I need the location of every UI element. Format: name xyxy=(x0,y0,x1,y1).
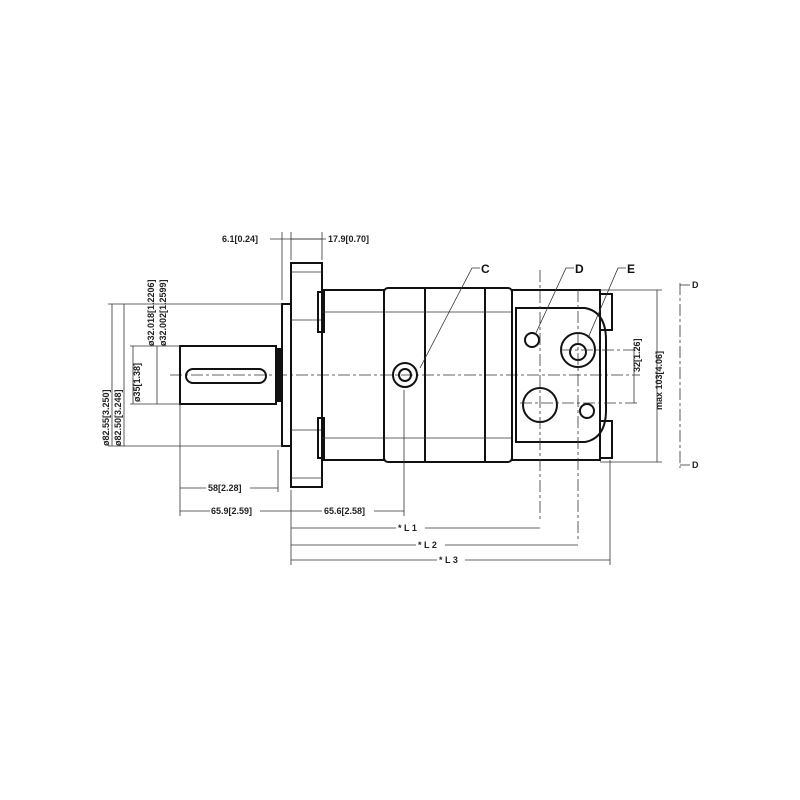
section-mark-bottom: D xyxy=(692,460,699,470)
dim-L3: * L 3 xyxy=(439,555,458,565)
bolt-bottom xyxy=(599,420,613,459)
keyway xyxy=(185,368,267,384)
dim-32: 32[1.26] xyxy=(632,338,642,372)
end-cover xyxy=(511,270,640,540)
dim-dia-82-50: ø82.50[3.248] xyxy=(113,389,123,446)
callout-d: D xyxy=(575,262,584,276)
port-d-2 xyxy=(579,403,595,419)
dim-65-9: 65.9[2.59] xyxy=(211,506,252,516)
callout-c: C xyxy=(481,262,490,276)
dim-6-1: 6.1[0.24] xyxy=(222,234,258,244)
section-mark-top: D xyxy=(692,280,699,290)
bolt-top xyxy=(599,293,613,331)
dim-L2: * L 2 xyxy=(418,540,437,550)
dim-dia-82-55: ø82.55[3.250] xyxy=(101,389,111,446)
dim-65-6: 65.6[2.58] xyxy=(324,506,365,516)
dim-max-103: max 103[4.06] xyxy=(654,351,664,410)
dim-dia-32-002: ø32.002[1.2599] xyxy=(158,279,168,346)
shaft xyxy=(179,345,282,405)
port-c xyxy=(392,362,418,388)
dim-58: 58[2.28] xyxy=(208,483,242,493)
dim-dia-35: ø35[1.38] xyxy=(132,363,142,402)
dim-dia-32-018: ø32.018[1.2206] xyxy=(146,279,156,346)
dim-17-9: 17.9[0.70] xyxy=(328,234,369,244)
dim-L1: * L 1 xyxy=(398,523,417,533)
callout-e: E xyxy=(627,262,635,276)
port-d-1 xyxy=(524,332,540,348)
